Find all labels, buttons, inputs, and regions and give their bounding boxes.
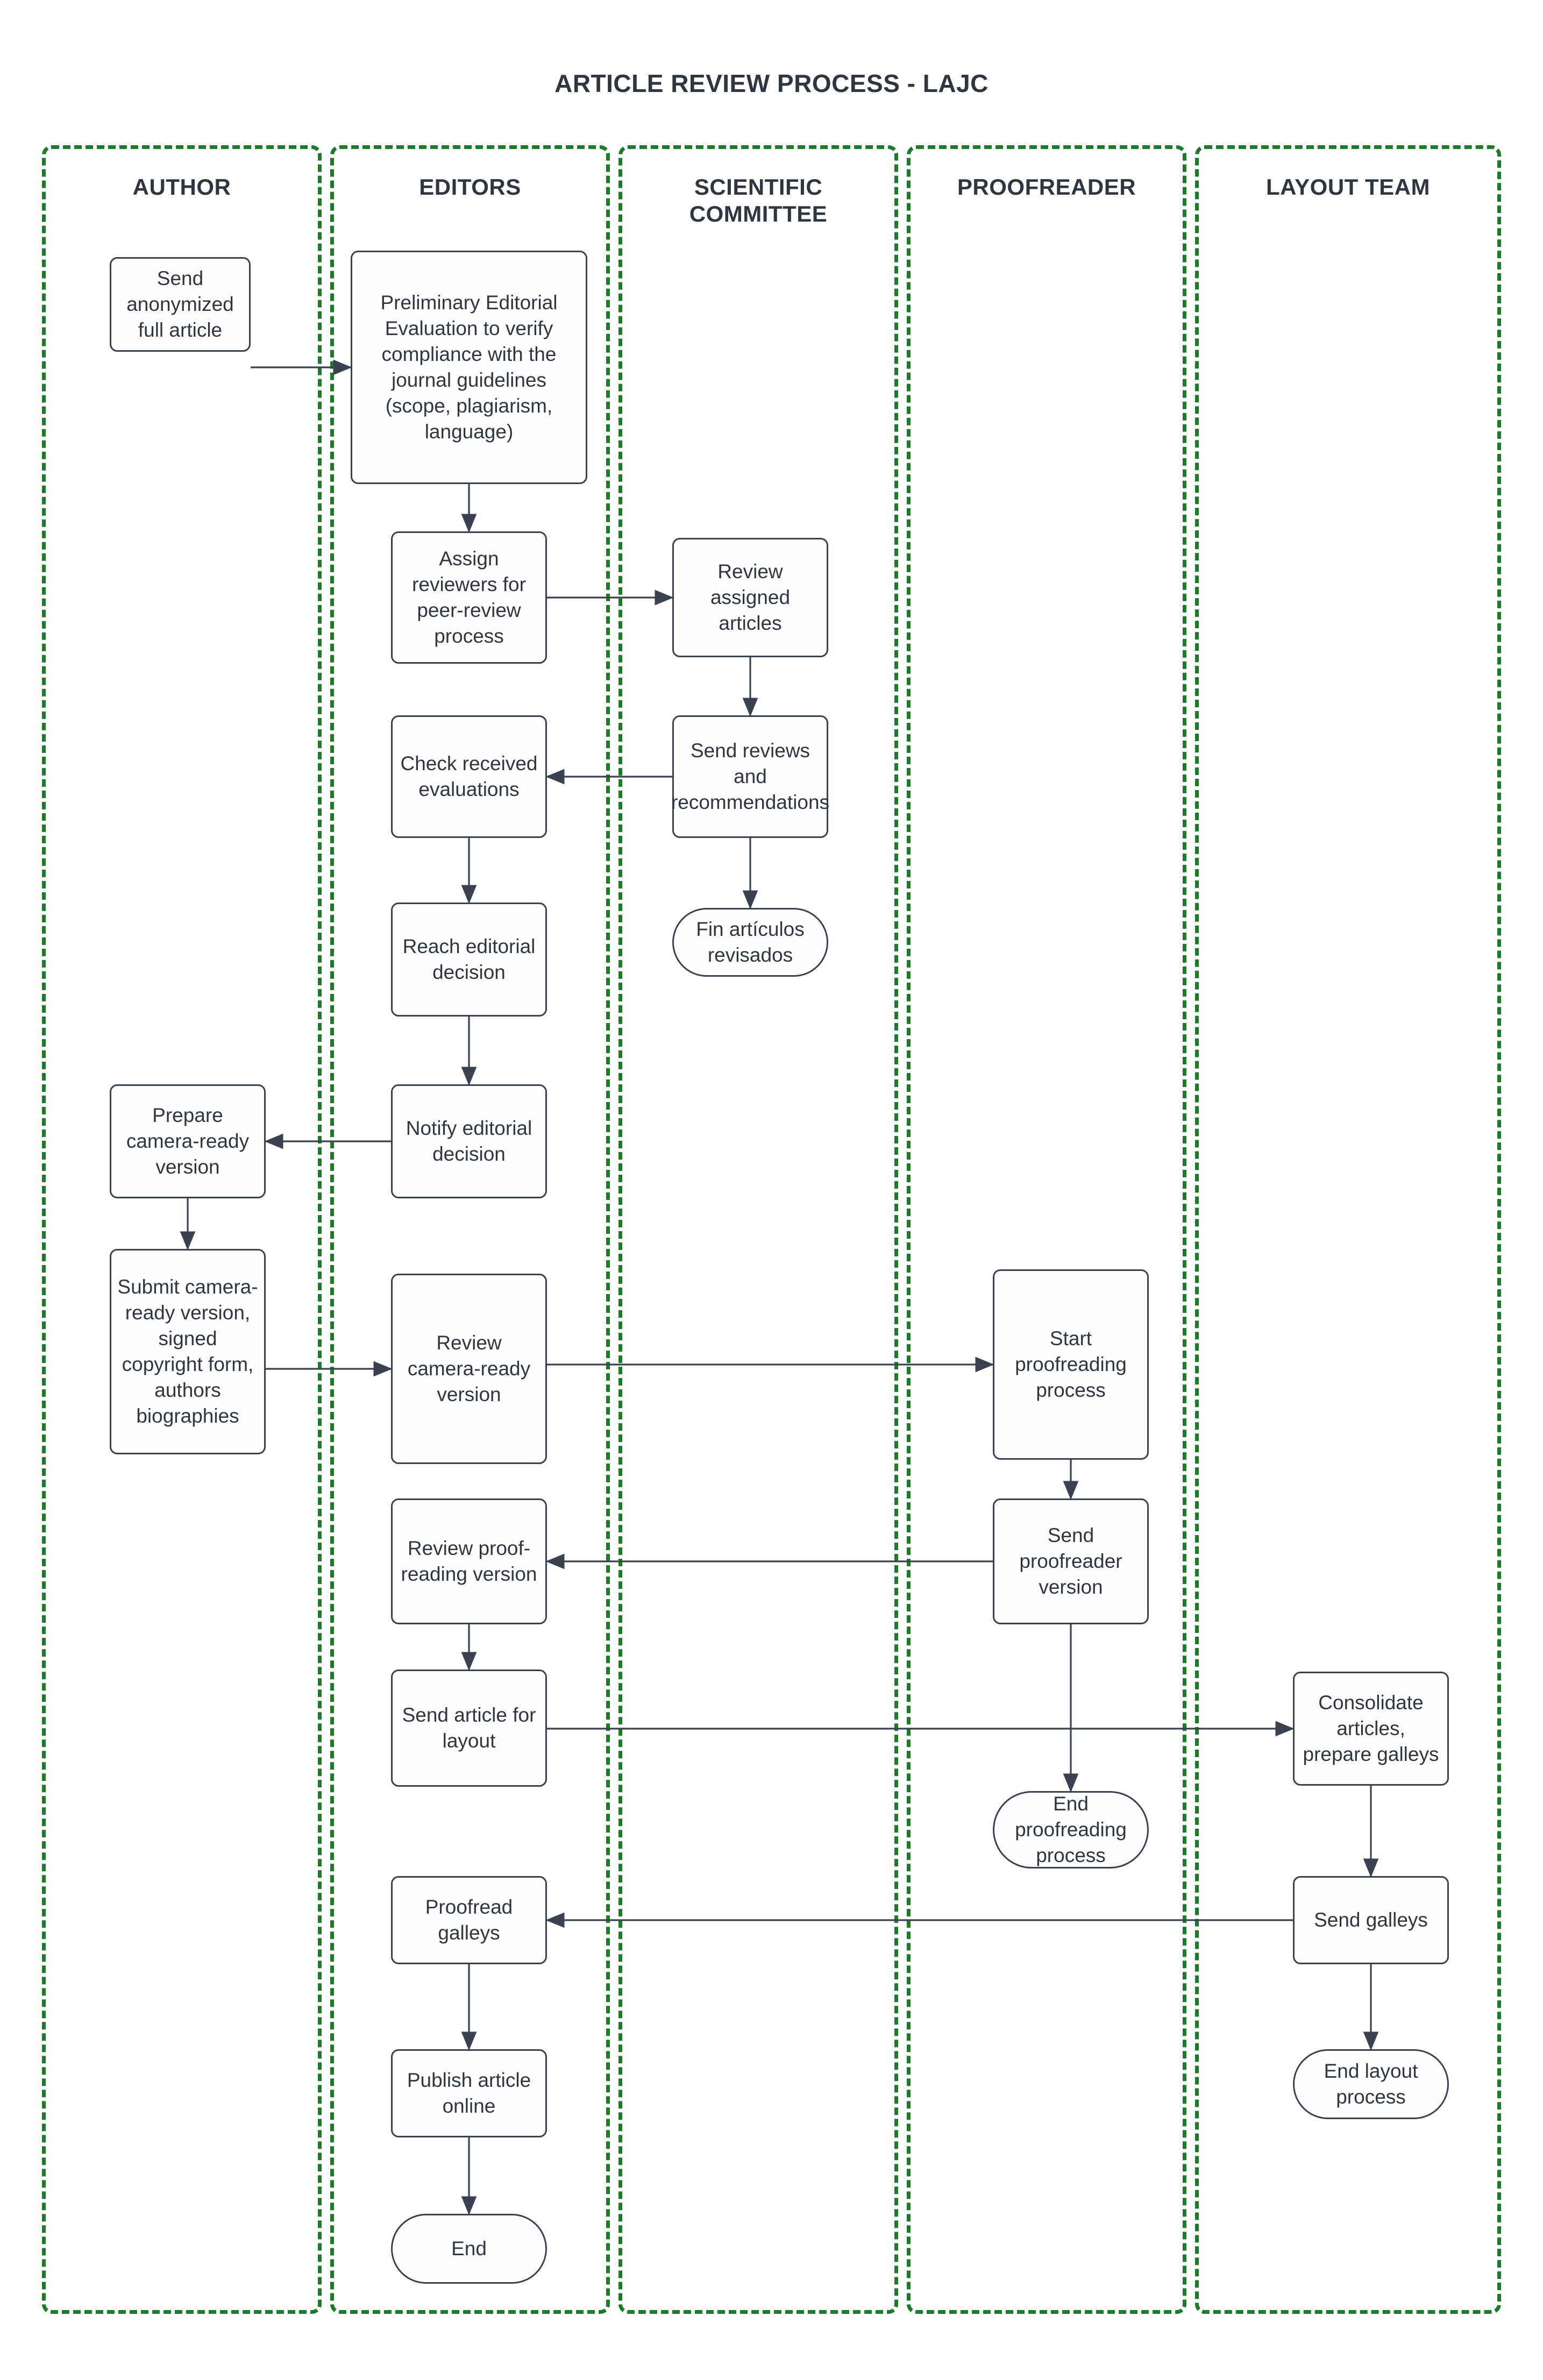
node-label-send-proofreader-version: Send proofreader version <box>1019 1524 1122 1598</box>
node-label-end: End <box>451 2237 487 2260</box>
node-label-assign-reviewers: Assign reviewers for peer-review process <box>412 547 526 648</box>
node-label-fin-articulos-revisados: Fin artículos revisados <box>696 918 805 966</box>
node-notify-editorial-decision[interactable]: Notify editorial decision <box>391 1084 547 1198</box>
node-label-review-camera-ready-version: Review camera-ready version <box>407 1331 531 1406</box>
node-send-article-for-layout[interactable]: Send article for layout <box>391 1669 547 1787</box>
node-assign-reviewers[interactable]: Assign reviewers for peer-review process <box>391 531 547 664</box>
swimlane-editors: EDITORS <box>330 145 610 2314</box>
node-label-review-assigned-articles: Review assigned articles <box>710 560 791 635</box>
node-label-start-proofreading-process: Start proofreading process <box>1015 1327 1127 1402</box>
node-label-proofread-galleys: Proofread galleys <box>425 1895 513 1944</box>
node-end-layout-process[interactable]: End layout process <box>1293 2049 1449 2119</box>
node-end-proofreading-process[interactable]: End proofreading process <box>993 1791 1149 1869</box>
node-label-submit-camera-ready-version: Submit camera-ready version, signed copy… <box>117 1275 258 1427</box>
node-review-camera-ready-version[interactable]: Review camera-ready version <box>391 1274 547 1464</box>
node-reach-editorial-decision[interactable]: Reach editorial decision <box>391 903 547 1017</box>
swimlane-label-editors: EDITORS <box>419 174 521 200</box>
node-submit-camera-ready-version[interactable]: Submit camera-ready version, signed copy… <box>110 1249 266 1454</box>
node-publish-article-online[interactable]: Publish article online <box>391 2049 547 2137</box>
node-label-end-layout-process: End layout process <box>1324 2059 1418 2108</box>
node-label-review-proof-reading-version: Review proof-reading version <box>401 1537 537 1585</box>
swimlane-proofreader: PROOFREADER <box>907 145 1186 2314</box>
node-consolidate-articles-prepare-galleys[interactable]: Consolidate articles, prepare galleys <box>1293 1672 1449 1786</box>
node-label-check-received-evaluations: Check received evaluations <box>400 752 538 800</box>
node-label-send-article-for-layout: Send article for layout <box>402 1703 536 1752</box>
node-review-assigned-articles[interactable]: Review assigned articles <box>672 538 828 657</box>
swimlane-layout: LAYOUT TEAM <box>1195 145 1501 2314</box>
node-proofread-galleys[interactable]: Proofread galleys <box>391 1876 547 1964</box>
node-send-proofreader-version[interactable]: Send proofreader version <box>993 1498 1149 1624</box>
node-end[interactable]: End <box>391 2214 547 2284</box>
page-title: ARTICLE REVIEW PROCESS - LAJC <box>554 69 989 97</box>
node-label-notify-editorial-decision: Notify editorial decision <box>406 1117 532 1165</box>
node-label-consolidate-articles-prepare-galleys: Consolidate articles, prepare galleys <box>1303 1691 1439 1766</box>
node-fin-articulos-revisados[interactable]: Fin artículos revisados <box>672 908 828 977</box>
node-review-proof-reading-version[interactable]: Review proof-reading version <box>391 1498 547 1624</box>
swimlane-label-author: AUTHOR <box>132 174 231 200</box>
node-send-anonymized-full-article[interactable]: Send anonymized full article <box>110 257 251 352</box>
swimlane-label-layout: LAYOUT TEAM <box>1266 174 1430 200</box>
node-label-reach-editorial-decision: Reach editorial decision <box>402 935 536 983</box>
node-check-received-evaluations[interactable]: Check received evaluations <box>391 715 547 838</box>
node-label-prepare-camera-ready-version: Prepare camera-ready version <box>126 1104 250 1178</box>
node-send-galleys[interactable]: Send galleys <box>1293 1876 1449 1964</box>
node-start-proofreading-process[interactable]: Start proofreading process <box>993 1269 1149 1460</box>
node-preliminary-editorial-evaluation[interactable]: Preliminary Editorial Evaluation to veri… <box>351 251 587 484</box>
node-prepare-camera-ready-version[interactable]: Prepare camera-ready version <box>110 1084 266 1198</box>
swimlane-label-proofreader: PROOFREADER <box>957 174 1136 200</box>
node-label-preliminary-editorial-evaluation: Preliminary Editorial Evaluation to veri… <box>380 291 558 443</box>
node-label-end-proofreading-process: End proofreading process <box>1015 1792 1127 1867</box>
node-label-send-anonymized-full-article: Send anonymized full article <box>126 267 234 342</box>
node-label-send-reviews-recommendations: Send reviews and recommendations <box>671 739 830 814</box>
node-label-publish-article-online: Publish article online <box>407 2069 531 2117</box>
node-send-reviews-recommendations[interactable]: Send reviews and recommendations <box>671 715 830 838</box>
swimlane-author: AUTHOR <box>42 145 322 2314</box>
node-label-send-galleys: Send galleys <box>1314 1908 1428 1931</box>
